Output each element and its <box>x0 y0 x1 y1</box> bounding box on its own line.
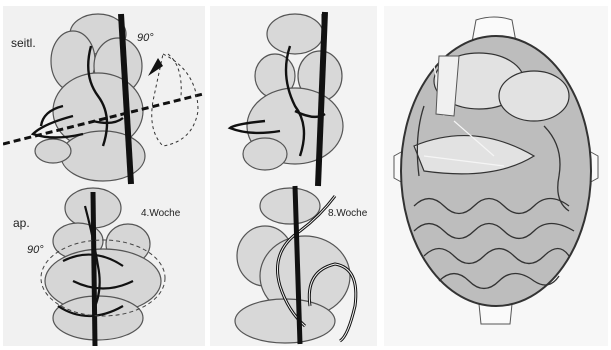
label-week-8: 8.Woche <box>328 208 367 219</box>
embryo-gut-4-week-drawing <box>3 6 205 346</box>
rotation-arrow-icon <box>148 58 163 76</box>
embryo-gut-8-week-drawing <box>210 6 377 346</box>
panel-week-4: seitl. 90° ap. 90° 4.Woche <box>3 6 205 346</box>
label-rotation-bottom: 90° <box>27 244 44 256</box>
label-week-4: 4.Woche <box>141 208 180 219</box>
label-lateral: seitl. <box>11 36 36 50</box>
panel-week-8: 8.Woche <box>210 6 377 346</box>
label-rotation-top: 90° <box>137 32 154 44</box>
panel-abdominal-situs <box>384 6 608 346</box>
abdominal-situs-drawing <box>384 6 608 346</box>
label-ap: ap. <box>13 216 30 230</box>
